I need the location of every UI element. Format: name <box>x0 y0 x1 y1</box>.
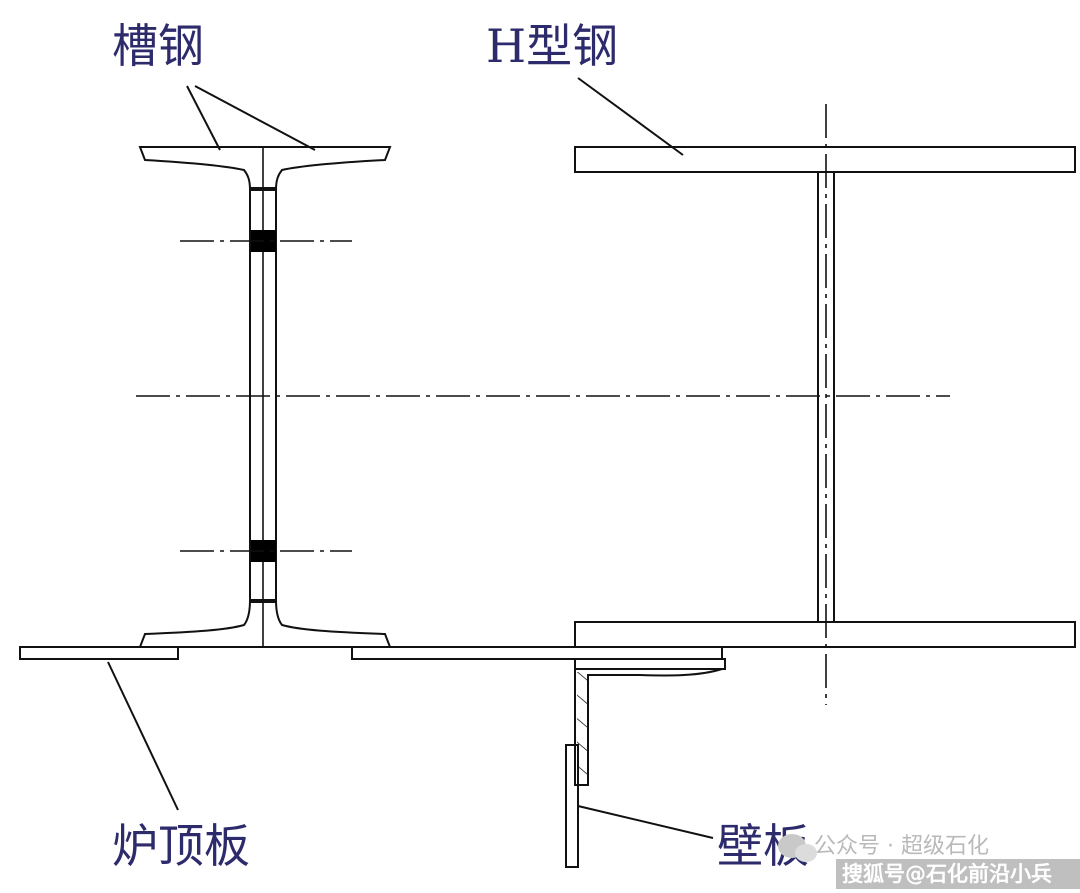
leader-lines <box>107 77 714 839</box>
label-channel-steel: 槽钢 <box>112 19 204 73</box>
wall-plate-section <box>565 744 579 868</box>
roof-plate <box>19 646 723 660</box>
watermark-sohu: 搜狐号@石化前沿小兵 <box>842 862 1052 886</box>
watermark-wechat: 公众号 · 超级石化 <box>814 834 989 859</box>
label-roof-plate: 炉顶板 <box>112 819 250 873</box>
wechat-logo-icon <box>778 834 817 862</box>
h-beam-bottom-flange <box>574 621 1076 648</box>
label-h-beam: H型钢 <box>486 19 618 73</box>
h-beam-section <box>574 146 1076 648</box>
channel-bottom-flange <box>138 599 392 648</box>
h-beam-top-flange <box>574 146 1076 173</box>
channel-top-flange <box>138 146 392 191</box>
channel-steel-section <box>138 146 392 648</box>
watermark: 公众号 · 超级石化 搜狐号@石化前沿小兵 <box>778 834 1080 889</box>
